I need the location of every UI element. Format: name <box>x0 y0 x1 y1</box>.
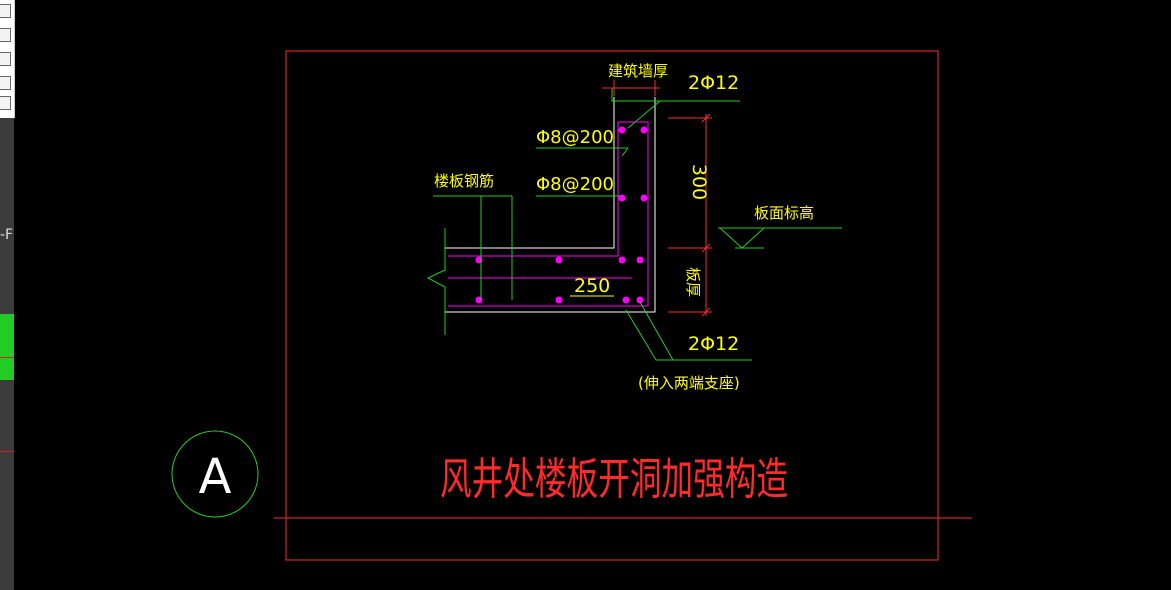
toolbar-icon[interactable] <box>0 4 11 18</box>
top-bars-label: 2Φ12 <box>688 72 739 94</box>
wall-thickness-label: 建筑墙厚 <box>608 62 668 80</box>
toolbar-icon[interactable] <box>0 52 11 66</box>
side-status-block <box>0 314 14 380</box>
slab-thickness-label: 板厚 <box>684 267 702 297</box>
bottom-note-label: (伸入两端支座) <box>638 374 740 392</box>
section-outline <box>445 97 656 313</box>
bottom-bars-label: 2Φ12 <box>688 333 739 355</box>
rebar-lines <box>448 121 649 307</box>
side-divider <box>0 451 14 452</box>
left-panel: -F <box>0 0 15 590</box>
toolbar-icon[interactable] <box>0 76 11 90</box>
sheet-frame <box>285 50 939 561</box>
rebar-dots <box>475 126 648 304</box>
dim-300-label: 300 <box>688 164 710 200</box>
toolbar-icon[interactable] <box>0 28 11 42</box>
stirrup-label-2: Φ8@200 <box>536 174 614 195</box>
break-line <box>426 228 446 335</box>
toolbar-icon[interactable] <box>0 96 11 110</box>
slab-rebar-label: 楼板钢筋 <box>434 172 494 190</box>
side-divider <box>0 357 14 358</box>
stirrup-label-1: Φ8@200 <box>536 127 614 148</box>
dimension-lines <box>602 80 712 317</box>
leader-lines <box>433 88 842 361</box>
toolbar-panel <box>0 0 15 118</box>
drawing-title: 风井处楼板开洞加强构造 <box>440 454 788 505</box>
dim-250-label: 250 <box>574 275 610 297</box>
clipped-side-label: -F <box>0 227 14 243</box>
slab-top-level-label: 板面标高 <box>754 204 814 222</box>
detail-marker-letter: A <box>199 449 232 505</box>
detail-marker-circle <box>171 430 259 518</box>
